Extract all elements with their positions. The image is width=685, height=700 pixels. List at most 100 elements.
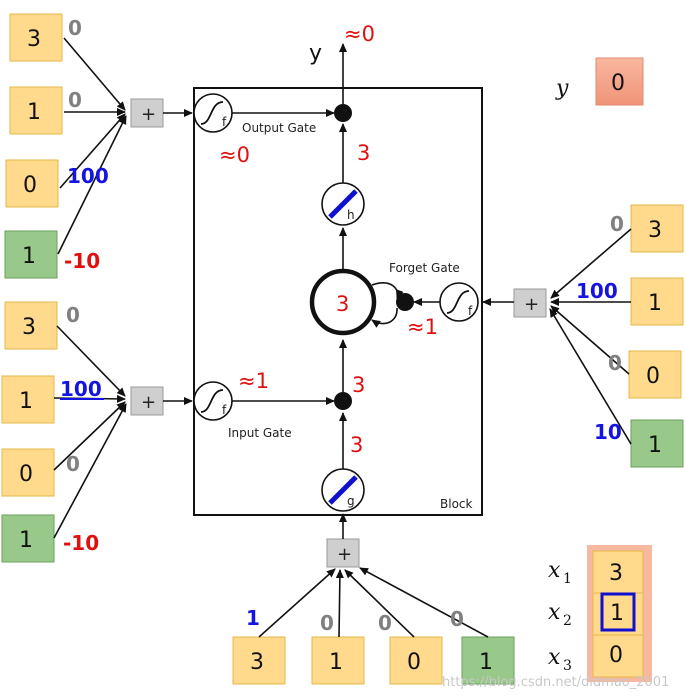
y-legend: y 0: [555, 57, 644, 106]
bias-value: 1: [648, 433, 662, 458]
weight-label: 0: [66, 303, 80, 327]
watermark: https://blog.csdn.net/didmao_2001: [442, 675, 669, 690]
input-box: [1, 375, 55, 424]
x-subscript: 2: [563, 613, 572, 629]
x-label: x: [548, 558, 561, 583]
plus-symbol: +: [524, 294, 539, 315]
weight-label: 100: [67, 164, 109, 188]
activation-label: g: [347, 494, 355, 508]
bias-box: [461, 636, 515, 685]
input-box: [311, 636, 365, 685]
output-multiplier: [334, 104, 352, 122]
mult-value: 3: [352, 373, 365, 397]
output-symbol: y: [309, 41, 322, 66]
x-label: x: [548, 600, 561, 625]
weight-label: 0: [320, 611, 334, 635]
memory-cell: 3: [309, 268, 414, 336]
input-box: [389, 636, 443, 685]
input-value: 1: [648, 291, 662, 316]
input-value: 0: [407, 650, 421, 675]
input-box: [1, 448, 55, 497]
plus-symbol: +: [141, 392, 156, 413]
input-value: 0: [23, 173, 37, 198]
activation-label: f: [468, 304, 473, 318]
forget-gate-label: Forget Gate: [389, 261, 460, 275]
forget-gate-activation: f: [439, 282, 479, 322]
output-gate-input-group: 3 1 0 1 0 0 100 -10 +: [4, 13, 193, 279]
g-output-value: 3: [350, 433, 363, 457]
input-value: 3: [22, 315, 36, 340]
x-legend: 3 1 0 x 1 x 2 x 3: [548, 545, 652, 682]
highlight-box: [600, 592, 636, 632]
forget-gate-value: ≈1: [407, 315, 438, 339]
weight-label: -10: [63, 531, 99, 555]
input-value: 0: [646, 364, 660, 389]
sum-node: [130, 386, 164, 416]
input-box: [9, 86, 63, 135]
output-value: ≈0: [344, 22, 375, 46]
weight-label: 1: [246, 606, 260, 630]
linear-icon: [328, 189, 358, 219]
input-box: [9, 13, 63, 62]
x-subscript: 3: [563, 658, 572, 674]
g-activation: g: [321, 468, 365, 512]
weight-label: 10: [594, 420, 622, 444]
x-value: 0: [609, 643, 623, 668]
input-value: 0: [19, 462, 33, 487]
plus-symbol: +: [337, 544, 352, 565]
weight-label: 0: [450, 607, 464, 631]
forget-multiplier: [396, 293, 414, 311]
input-value: 1: [27, 100, 41, 125]
weight-label: 0: [608, 351, 622, 375]
input-box: [4, 301, 58, 350]
output-gate-label: Output Gate: [242, 121, 316, 135]
block-label: Block: [440, 497, 473, 511]
x-subscript: 1: [563, 571, 572, 587]
activation-label: f: [222, 403, 227, 417]
linear-icon: [328, 475, 358, 505]
input-value: 3: [648, 218, 662, 243]
x-label: x: [548, 645, 561, 670]
weight-label: 0: [66, 452, 80, 476]
input-multiplier: [334, 392, 352, 410]
input-box: [5, 159, 59, 208]
sigmoid-icon: [200, 101, 224, 125]
input-box: [628, 350, 682, 399]
input-gate-input-group: 3 1 0 1 0 100 0 -10 +: [1, 301, 193, 563]
cell-value: 3: [336, 292, 349, 316]
input-gate-activation: f: [193, 381, 233, 421]
forget-gate-input-group: 3 1 0 1 0 100 0 10 +: [482, 204, 684, 468]
input-gate-label: Input Gate: [228, 426, 292, 440]
input-gate-value: ≈1: [238, 369, 269, 393]
sigmoid-icon: [200, 389, 224, 413]
weight-label: 0: [610, 212, 624, 236]
bias-value: 1: [479, 650, 493, 675]
weight-label: 100: [60, 377, 102, 401]
input-value: 1: [329, 650, 343, 675]
sum-node: [513, 288, 547, 318]
activation-label: h: [347, 208, 355, 222]
bias-value: 1: [19, 528, 33, 553]
bias-value: 1: [22, 244, 36, 269]
output-gate-activation: f: [193, 93, 233, 133]
plus-symbol: +: [141, 104, 156, 125]
weight-label: 100: [576, 279, 618, 303]
input-box: [630, 277, 684, 326]
y-value: 0: [611, 71, 625, 96]
activation-label: f: [222, 115, 227, 129]
h-output-value: 3: [357, 141, 370, 165]
weight-label: -10: [64, 249, 100, 273]
y-value-box: [595, 57, 644, 106]
weight-label: 0: [68, 88, 82, 112]
x-value-box: [592, 634, 644, 678]
input-box: [630, 204, 684, 253]
x-value: 3: [609, 561, 623, 586]
weight-label: 0: [68, 16, 82, 40]
output-gate-value: ≈0: [219, 143, 250, 167]
input-value: 3: [27, 27, 41, 52]
bias-box: [630, 419, 684, 468]
input-value: 1: [19, 389, 33, 414]
h-activation: h: [321, 182, 365, 226]
x-value: 1: [610, 601, 624, 626]
